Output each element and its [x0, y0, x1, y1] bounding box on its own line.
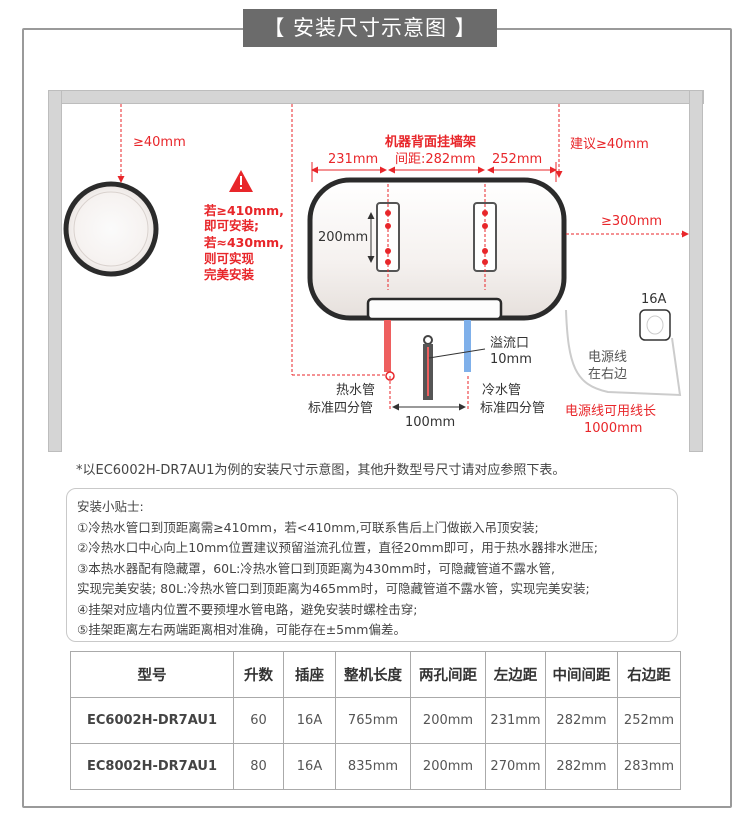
page-title: 【 安装尺寸示意图 】 [243, 9, 497, 47]
tip-item: 实现完美安装; 80L:冷热水管口到顶距离为465mm时，可隐藏管道不露水管，实… [77, 581, 590, 596]
svg-text:若≈430mm,: 若≈430mm, [203, 235, 284, 250]
col-header: 升数 [233, 651, 284, 698]
spec-table: 型号 升数 插座 整机长度 两孔间距 左边距 中间间距 右边距 EC6002H-… [70, 651, 681, 790]
cold-water-pipe [464, 320, 471, 372]
left-distance-label: 231mm [328, 152, 378, 167]
tank-side-view [63, 181, 159, 277]
cable-length-value: 1000mm [584, 421, 642, 436]
table-header-row: 型号 升数 插座 整机长度 两孔间距 左边距 中间间距 右边距 [70, 651, 681, 698]
table-cell: 16A [283, 697, 336, 744]
tip-item: ②冷热水口中心向上10mm位置建议预留溢流孔位置，直径20mm即可，用于热水器排… [77, 540, 598, 555]
svg-text:即可安装;: 即可安装; [204, 218, 259, 233]
table-row: EC6002H-DR7AU1 60 16A 765mm 200mm 231mm … [70, 697, 681, 744]
left-wall [48, 90, 62, 452]
tip-item: ⑤挂架距离左右两端距离相对准确，可能存在±5mm偏差。 [77, 622, 406, 637]
col-header: 中间间距 [545, 651, 618, 698]
tip-item: ①冷热水管口到顶距离需≥410mm，若<410mm,可联系售后上门做嵌入吊顶安装… [77, 519, 539, 535]
col-header: 型号 [70, 651, 234, 698]
overflow-label: 溢流口 [490, 336, 529, 351]
water-heater-tank [307, 177, 567, 321]
power-cable [565, 309, 682, 397]
table-cell: 231mm [485, 697, 546, 744]
col-header: 整机长度 [335, 651, 411, 698]
table-cell: EC6002H-DR7AU1 [70, 697, 234, 744]
side-clearance-label: ≥300mm [601, 214, 662, 229]
hot-pipe-label: 热水管 [336, 383, 375, 398]
hole-height-label: 200mm [318, 230, 368, 245]
cable-length-label: 电源线可用线长 [565, 404, 656, 419]
cold-pipe-spec: 标准四分管 [480, 401, 545, 416]
table-cell: 16A [283, 743, 336, 790]
table-cell: 200mm [410, 697, 486, 744]
col-header: 右边距 [617, 651, 681, 698]
table-cell: 282mm [545, 743, 618, 790]
table-cell: 765mm [335, 697, 411, 744]
table-cell: EC8002H-DR7AU1 [70, 743, 234, 790]
svg-text:若≥410mm,: 若≥410mm, [203, 203, 284, 218]
socket-label: 16A [641, 292, 667, 307]
hot-pipe-spec: 标准四分管 [308, 401, 373, 416]
right-wall [689, 90, 703, 452]
installation-diagram: ≥40mm 若≥410mm, 即可安装; 若≈430mm, 则可实现 完美安装 … [63, 104, 689, 436]
warning-icon [229, 170, 253, 192]
tip-item: ③本热水器配有隐藏罩，60L:冷热水管口到顶距离为430mm时，可隐藏管道不露水… [77, 560, 555, 576]
table-cell: 60 [233, 697, 284, 744]
table-cell: 80 [233, 743, 284, 790]
table-cell: 835mm [335, 743, 411, 790]
table-cell: 252mm [617, 697, 681, 744]
svg-text:则可实现: 则可实现 [204, 251, 255, 266]
col-header: 插座 [283, 651, 336, 698]
overflow-size-label: 10mm [490, 352, 532, 367]
top-clearance-right-label: 建议≥40mm [570, 137, 649, 152]
power-socket-icon [639, 309, 671, 341]
table-cell: 200mm [410, 743, 486, 790]
top-clearance-left-label: ≥40mm [133, 135, 186, 150]
right-distance-label: 252mm [492, 152, 542, 167]
table-cell: 282mm [545, 697, 618, 744]
col-header: 两孔间距 [410, 651, 486, 698]
svg-text:完美安装: 完美安装 [204, 267, 255, 282]
tips-title: 安装小贴士: [77, 499, 144, 514]
hot-water-pipe [384, 320, 391, 372]
table-row: EC8002H-DR7AU1 80 16A 835mm 200mm 270mm … [70, 743, 681, 790]
power-line-position: 在右边 [588, 367, 627, 382]
diagram-note: *以EC6002H-DR7AU1为例的安装尺寸示意图，其他升数型号尺寸请对应参照… [76, 463, 566, 478]
power-line-label: 电源线 [588, 350, 627, 365]
bracket-title: 机器背面挂墙架 [385, 134, 476, 150]
col-header: 左边距 [485, 651, 546, 698]
table-cell: 270mm [485, 743, 546, 790]
cold-pipe-label: 冷水管 [482, 383, 521, 398]
overflow-valve [423, 335, 486, 400]
hole-spacing-label: 间距:282mm [395, 152, 476, 167]
table-cell: 283mm [617, 743, 681, 790]
warning-text: 若≥410mm, 即可安装; 若≈430mm, 则可实现 完美安装 [203, 203, 284, 282]
tip-item: ④挂架对应墙内位置不要预埋水管电路，避免安装时螺栓击穿; [77, 601, 418, 617]
pipe-spacing-label: 100mm [405, 415, 455, 430]
install-tips: 安装小贴士: ①冷热水管口到顶距离需≥410mm，若<410mm,可联系售后上门… [66, 488, 678, 642]
